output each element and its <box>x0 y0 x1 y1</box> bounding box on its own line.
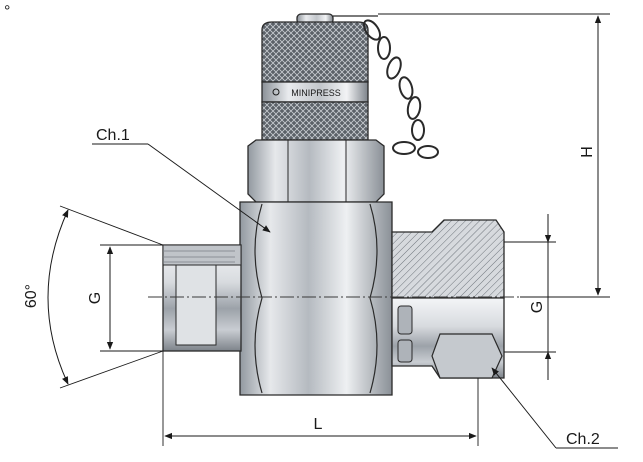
label-ch2: Ch.2 <box>566 431 600 448</box>
label-l: L <box>314 416 323 433</box>
test-point-cap: MINIPRESS <box>261 13 369 141</box>
dimension-g-right <box>504 214 556 380</box>
knurled-cap-top <box>261 21 369 83</box>
label-h: H <box>579 146 596 158</box>
label-angle: 60° <box>23 284 40 308</box>
upper-hex-nut <box>247 139 385 203</box>
right-swivel-nut <box>391 219 505 379</box>
dimension-g-left <box>100 244 163 352</box>
leader-ch1 <box>92 143 271 233</box>
leader-ch2 <box>491 367 618 449</box>
main-body <box>239 201 393 396</box>
label-g-right: G <box>529 301 546 313</box>
retaining-chain <box>333 15 439 159</box>
brand-text: MINIPRESS <box>291 88 341 98</box>
dimension-angle <box>47 205 164 389</box>
left-threaded-end <box>162 244 242 352</box>
label-g-left: G <box>87 292 104 304</box>
dimension-h <box>378 13 610 298</box>
dimension-l <box>162 351 479 446</box>
label-ch1: Ch.1 <box>96 127 130 144</box>
knurled-cap-bottom <box>261 101 369 141</box>
corner-mark: ° <box>4 3 10 20</box>
brand-logo-icon <box>272 88 280 96</box>
